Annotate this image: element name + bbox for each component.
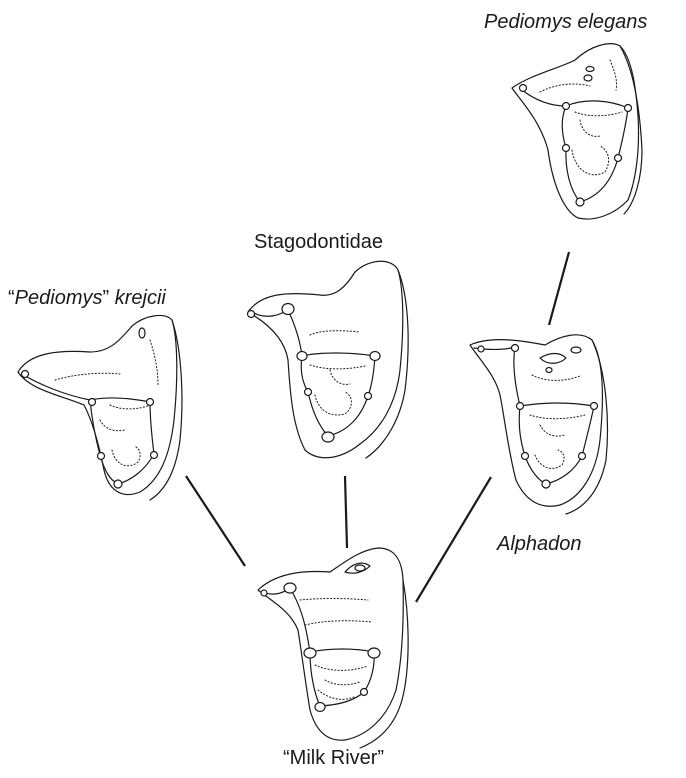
link-stagodontidae-milkriver [345, 476, 347, 548]
link-alphadon-milkriver [416, 477, 491, 602]
tooth-pediomys-krejcii [18, 315, 182, 500]
tooth-alphadon [470, 335, 607, 514]
tooth-milk-river [258, 548, 408, 748]
link-krejcii-milkriver [186, 476, 245, 566]
tooth-stagodontidae [248, 261, 409, 458]
tooth-pediomys-elegans [512, 44, 642, 219]
link-elegans-alphadon [549, 252, 569, 325]
